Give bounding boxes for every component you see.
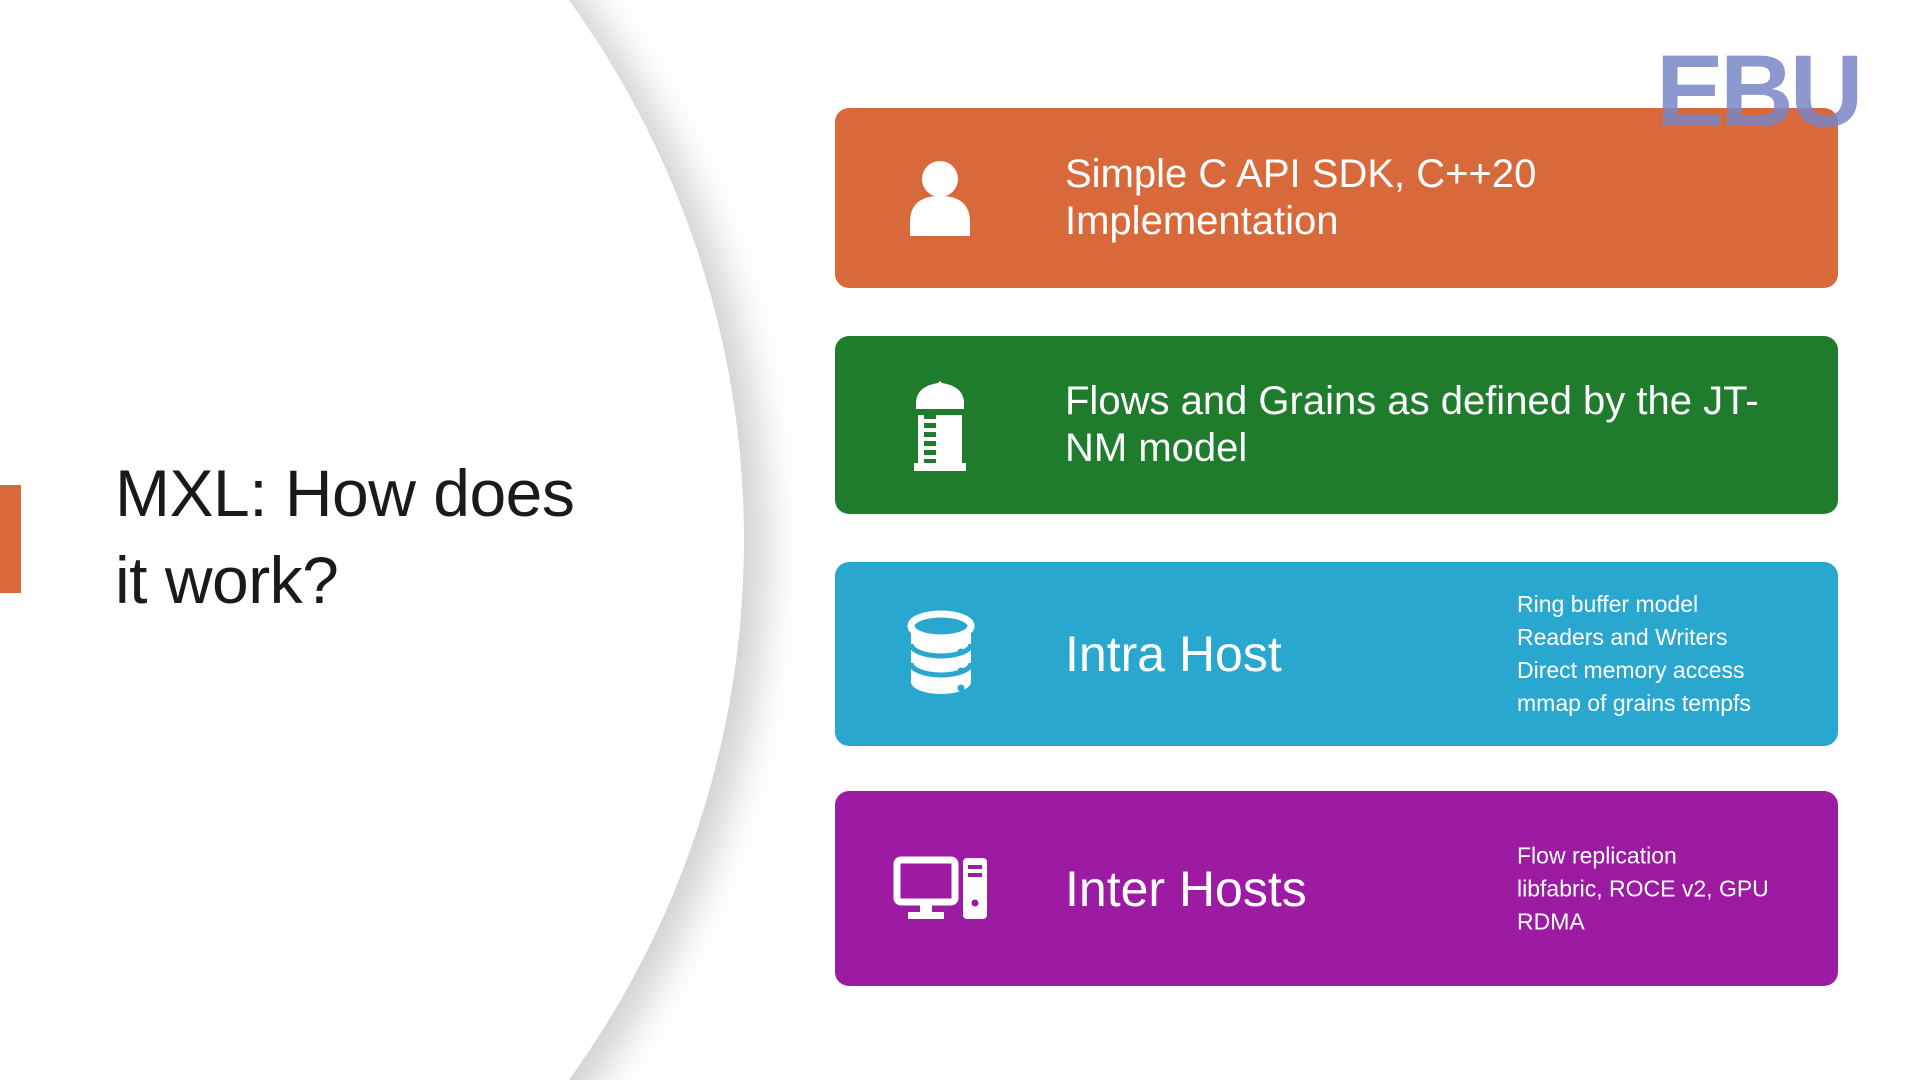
detail-line: libfabric, ROCE v2, GPU RDMA [1517,875,1769,934]
silo-icon [908,379,972,471]
card-heading: Flows and Grains as defined by the JT- N… [1065,379,1759,470]
inter-hosts-card: Inter Hosts Flow replication libfabric, R… [835,791,1838,986]
card-heading: Intra Host [1065,626,1282,682]
detail-line: Direct memory access [1517,657,1745,683]
title-accent-bar [0,485,21,593]
detail-line: mmap of grains tempfs [1517,690,1751,716]
flows-grains-card: Flows and Grains as defined by the JT- N… [835,336,1838,514]
page-title: MXL: How does it work? [115,456,575,617]
detail-line: Ring buffer model [1517,591,1699,617]
database-icon [905,610,977,698]
detail-line: Flow replication [1517,842,1677,868]
ebu-logo: EBU [1656,34,1863,148]
sdk-card: Simple C API SDK, C++20 Implementation [835,108,1838,288]
person-icon [905,160,975,236]
card-heading: Simple C API SDK, C++20 Implementation [1065,152,1537,243]
computer-icon [893,856,989,922]
card-details: Flow replication libfabric, ROCE v2, GPU … [1517,839,1838,938]
card-heading: Inter Hosts [1065,860,1307,917]
background-circle [0,0,744,1080]
detail-line: Readers and Writers [1517,624,1728,650]
